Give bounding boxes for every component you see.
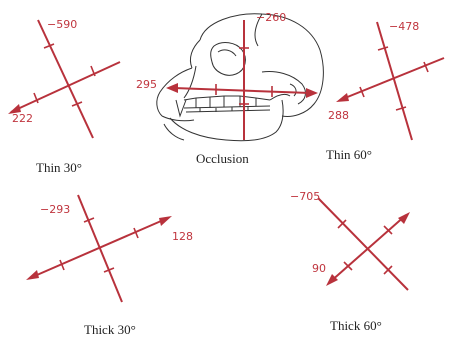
- thin60-tick: [378, 47, 388, 50]
- thin60-value-top: −478: [389, 20, 419, 33]
- thick60-value-top: −705: [290, 190, 320, 203]
- thick60-arrowhead-right: [398, 212, 410, 224]
- thick30-short-axis: [30, 218, 168, 278]
- thin60-arrowhead: [336, 93, 349, 102]
- panel-thick-60: −705 90 Thick 60°: [290, 190, 410, 333]
- thin60-short-axis: [340, 58, 444, 100]
- thick30-arrowhead-right: [159, 216, 172, 226]
- thin60-long-axis: [377, 22, 412, 140]
- occlusion-arrowhead-left: [166, 83, 178, 93]
- thin60-value-side: 288: [328, 109, 349, 122]
- panel-thick-30: −293 128 Thick 30°: [26, 195, 193, 337]
- occlusion-value-top: −260: [256, 11, 286, 24]
- thick30-caption: Thick 30°: [84, 322, 136, 337]
- panel-thin-30: −590 222 Thin 30°: [8, 18, 120, 175]
- thin30-caption: Thin 30°: [36, 160, 82, 175]
- thin60-caption: Thin 60°: [326, 147, 372, 162]
- thin30-value-top: −590: [47, 18, 77, 31]
- panel-thin-60: −478 288 Thin 60°: [326, 20, 444, 162]
- skull-drawing: [157, 14, 324, 141]
- thin30-short-axis: [11, 62, 120, 112]
- thin30-value-side: 222: [12, 112, 33, 125]
- thick60-value-side: 90: [312, 262, 326, 275]
- thick60-caption: Thick 60°: [330, 318, 382, 333]
- occlusion-value-side: 295: [136, 78, 157, 91]
- occlusion-arrowhead-right: [306, 88, 318, 98]
- thick30-value-side: 128: [172, 230, 193, 243]
- thick30-value-top: −293: [40, 203, 70, 216]
- panel-occlusion: −260 295 Occlusion: [136, 11, 323, 166]
- occlusion-caption: Occlusion: [196, 151, 249, 166]
- thick30-arrowhead-left: [26, 270, 39, 280]
- thin60-tick: [396, 107, 406, 110]
- thin60-tick: [424, 62, 428, 72]
- occlusion-horizontal-axis: [174, 88, 310, 93]
